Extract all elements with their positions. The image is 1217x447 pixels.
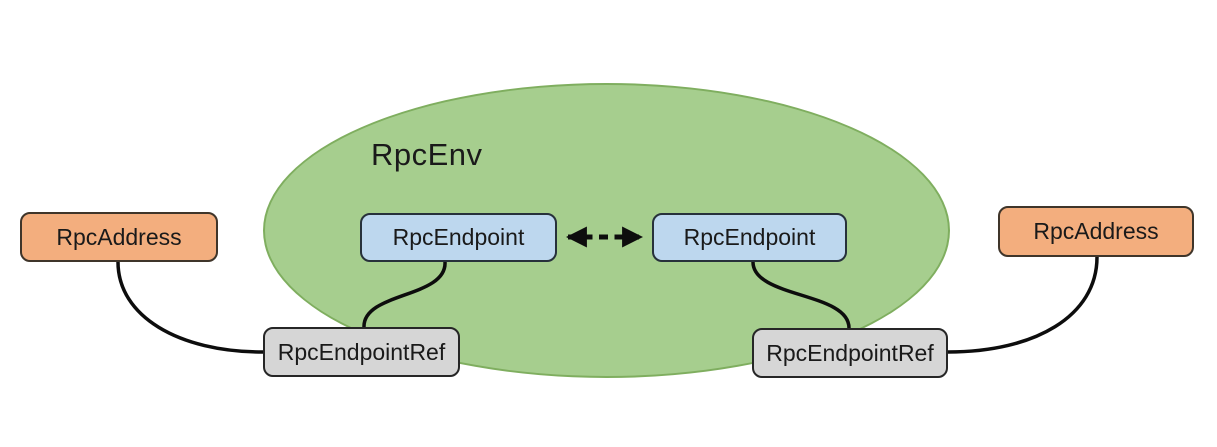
- rpcendpointref-left-label: RpcEndpointRef: [277, 338, 446, 365]
- connector-address-left-to-ref-left: [116, 260, 265, 354]
- rpcendpoint-box-right: RpcEndpoint: [652, 213, 847, 262]
- rpcaddress-left-label: RpcAddress: [56, 223, 182, 250]
- rpcaddress-box-left: RpcAddress: [20, 212, 218, 262]
- rpcendpointref-right-label: RpcEndpointRef: [766, 339, 934, 366]
- connector-endpoint-right-to-ref-right: [751, 260, 851, 330]
- connector-endpoint-left-to-ref-left: [362, 260, 447, 329]
- rpcendpointref-box-right: RpcEndpointRef: [752, 328, 948, 378]
- connector-address-right-to-ref-right: [946, 255, 1099, 354]
- rpcenv-label: RpcEnv: [371, 137, 483, 172]
- rpcaddress-right-label: RpcAddress: [1033, 218, 1159, 244]
- rpcendpoint-box-left: RpcEndpoint: [360, 213, 557, 262]
- rpcendpointref-box-left: RpcEndpointRef: [263, 327, 460, 377]
- rpcendpoint-right-label: RpcEndpoint: [683, 224, 816, 250]
- rpcendpoint-left-label: RpcEndpoint: [392, 224, 525, 250]
- rpcaddress-box-right: RpcAddress: [998, 206, 1194, 257]
